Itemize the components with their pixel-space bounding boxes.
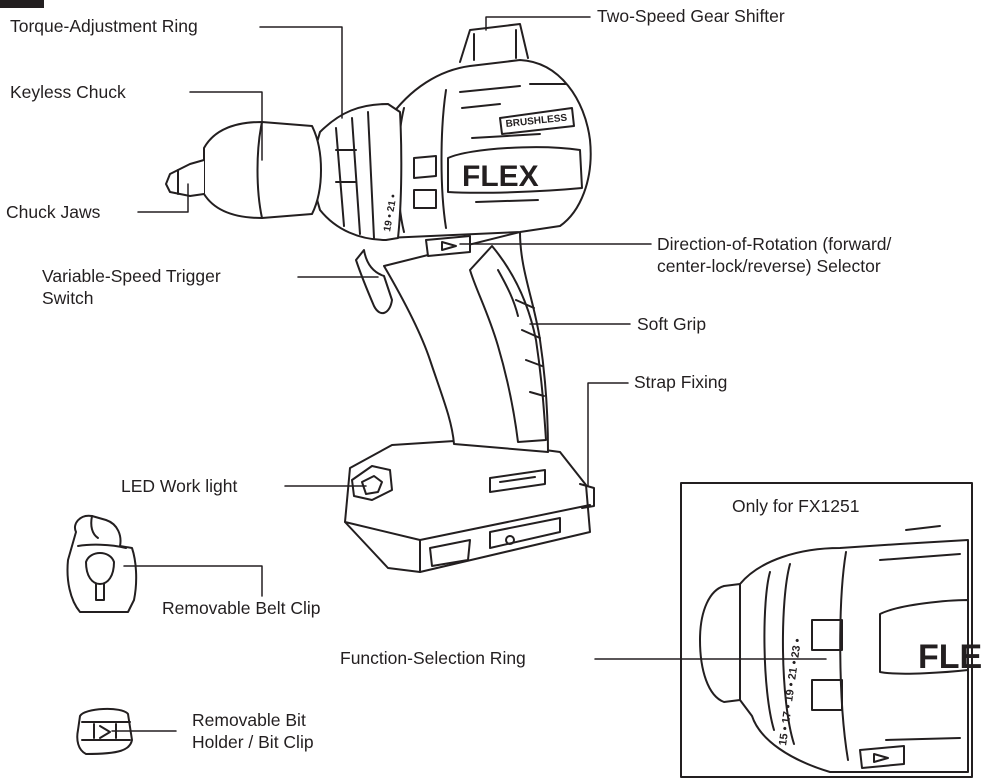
label-bit-holder-line1: Removable Bit — [192, 710, 306, 730]
label-led-work-light: LED Work light — [121, 476, 238, 496]
label-chuck-jaws: Chuck Jaws — [6, 202, 101, 222]
leader-torque-ring — [259, 26, 343, 119]
keyless-chuck — [203, 121, 322, 219]
trigger — [355, 249, 393, 315]
leader-belt-clip — [123, 565, 263, 597]
label-trigger-line1: Variable-Speed Trigger — [42, 266, 221, 286]
label-torque-ring: Torque-Adjustment Ring — [10, 16, 198, 36]
label-gear-shifter: Two-Speed Gear Shifter — [597, 6, 785, 26]
leader-chuck-jaws — [137, 183, 189, 213]
label-bit-holder-line2: Holder / Bit Clip — [192, 732, 314, 752]
leader-strap-fixing — [587, 382, 629, 487]
handle — [383, 231, 549, 453]
led-work-light — [351, 465, 393, 501]
label-belt-clip: Removable Belt Clip — [162, 598, 321, 618]
bit-holder-drawing — [76, 708, 133, 755]
label-trigger-line2: Switch — [42, 288, 94, 308]
direction-selector — [425, 235, 471, 257]
belt-clip-drawing — [66, 514, 138, 613]
label-function-ring: Function-Selection Ring — [340, 648, 526, 668]
motor-housing — [377, 23, 592, 239]
flex-logo: FLEX — [462, 160, 539, 193]
figure-tab-marker — [0, 0, 44, 8]
inset-title: Only for FX1251 — [732, 496, 860, 516]
label-keyless-chuck: Keyless Chuck — [10, 82, 126, 102]
label-direction-selector-line1: Direction-of-Rotation (forward/ — [657, 234, 892, 254]
inset-drawing — [699, 525, 969, 773]
inset-flex-logo: FLE — [918, 638, 982, 676]
leader-keyless-chuck — [189, 91, 263, 161]
label-direction-selector-line2: center-lock/reverse) Selector — [657, 256, 881, 276]
label-soft-grip: Soft Grip — [637, 314, 707, 334]
battery-base — [344, 439, 595, 573]
label-strap-fixing: Strap Fixing — [634, 372, 728, 392]
leader-gear-shifter — [485, 16, 591, 31]
chuck-jaws — [165, 159, 205, 197]
leader-lines — [111, 16, 827, 732]
